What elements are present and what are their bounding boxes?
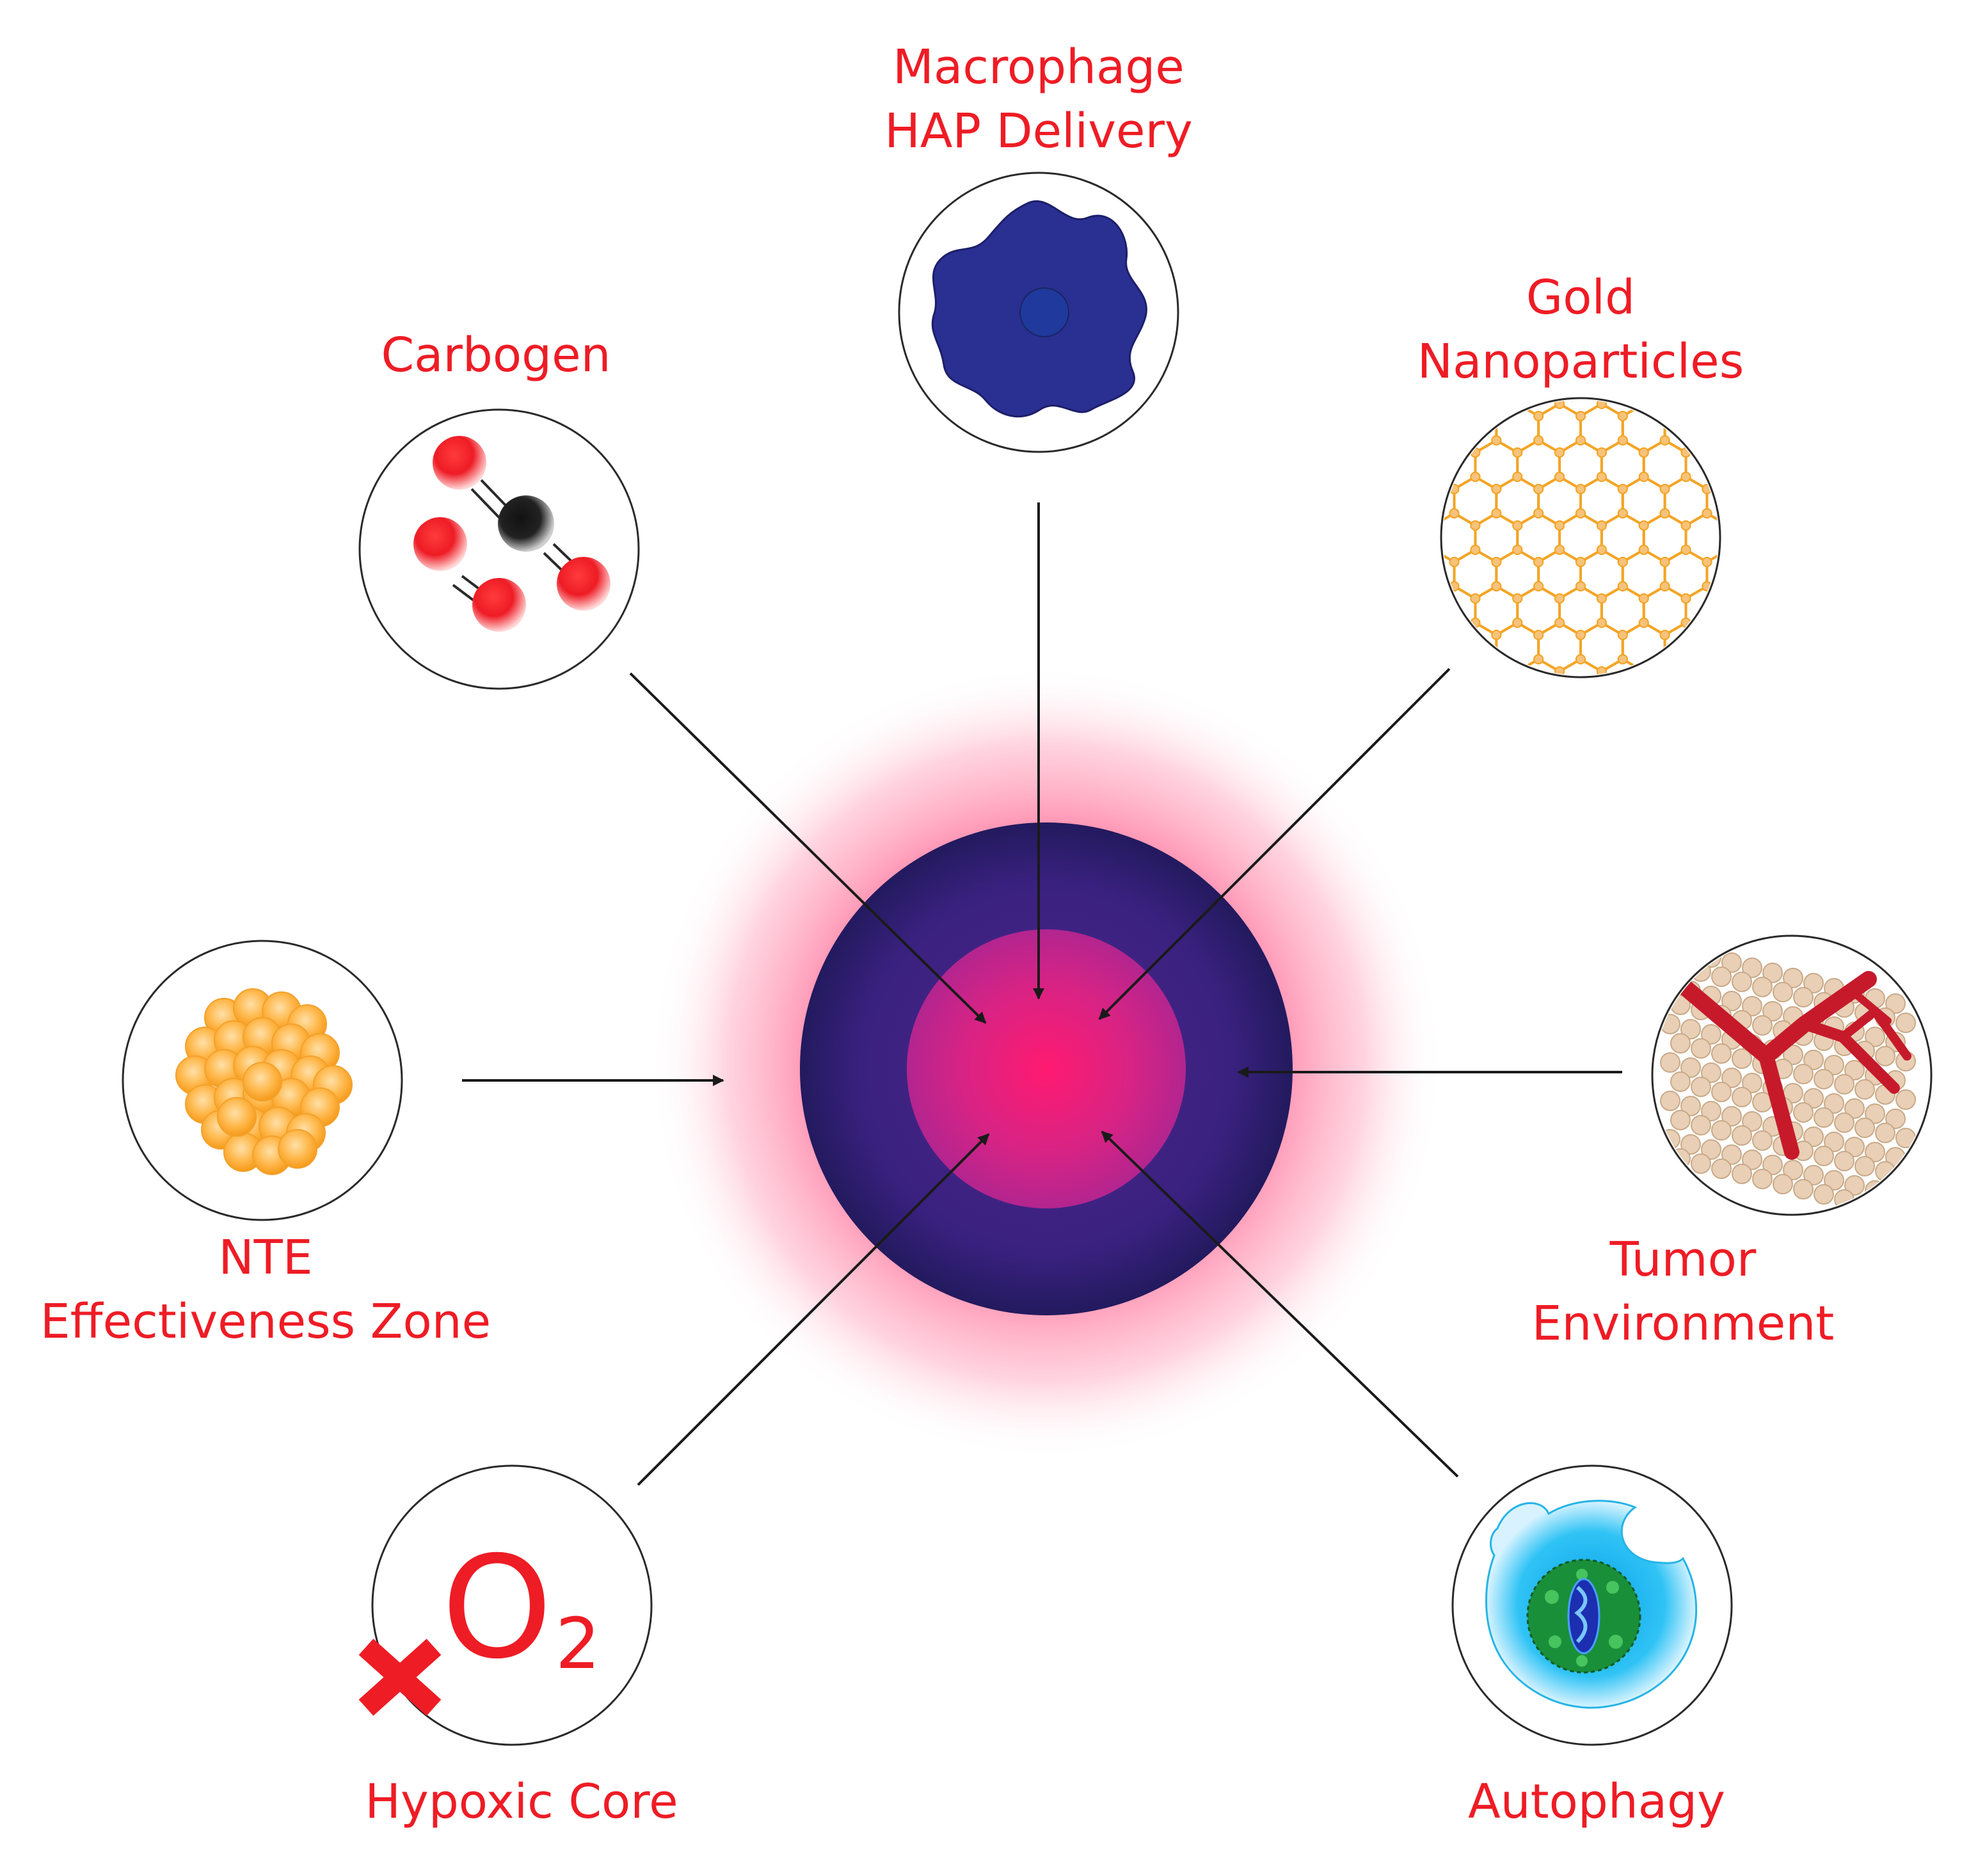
label-hypoxic: Hypoxic Core (234, 1770, 810, 1834)
label-tumor: Tumor Environment (1395, 1228, 1971, 1356)
core-inner-zone (907, 929, 1186, 1208)
label-macrophage-line1: Macrophage (893, 40, 1184, 95)
label-autophagy-line1: Autophagy (1468, 1774, 1725, 1829)
label-nte-line2: Effectiveness Zone (40, 1294, 491, 1349)
label-gold-line2: Nanoparticles (1417, 334, 1744, 389)
label-nte: NTE Effectiveness Zone (0, 1226, 554, 1354)
autophagy-cell-icon (1451, 1464, 1733, 1746)
label-macrophage: Macrophage HAP Delivery (751, 35, 1327, 163)
label-hypoxic-line1: Hypoxic Core (365, 1774, 678, 1829)
oxygen-symbol: O (442, 1526, 552, 1690)
label-tumor-line1: Tumor (1609, 1232, 1757, 1287)
tumor-core (650, 666, 1443, 1459)
oxygen-subscript: 2 (555, 1603, 600, 1685)
tumor-vessel-icon (1651, 934, 1933, 1216)
arrow-hypoxic (637, 1133, 990, 1486)
label-macrophage-line2: HAP Delivery (884, 104, 1193, 159)
arrow-autophagy (1101, 1130, 1459, 1478)
label-autophagy: Autophagy (1309, 1770, 1885, 1834)
arrow-carbogen (629, 672, 987, 1024)
label-carbogen: Carbogen (208, 323, 784, 387)
label-tumor-line2: Environment (1531, 1296, 1835, 1351)
cross-mark-icon (358, 1639, 442, 1716)
arrow-gold (1098, 668, 1451, 1020)
arrows (462, 502, 1622, 1486)
label-nte-line1: NTE (218, 1230, 313, 1285)
nanoparticle-cluster-icon (122, 940, 403, 1221)
macrophage-nucleus (1019, 287, 1069, 337)
macrophage-cell-icon (898, 172, 1179, 453)
co2-molecule-icon (358, 408, 640, 690)
label-carbogen-line1: Carbogen (381, 328, 611, 383)
label-gold: Gold Nanoparticles (1293, 266, 1869, 394)
label-gold-line1: Gold (1526, 270, 1636, 325)
no-oxygen-icon: O 2 (358, 1464, 653, 1746)
